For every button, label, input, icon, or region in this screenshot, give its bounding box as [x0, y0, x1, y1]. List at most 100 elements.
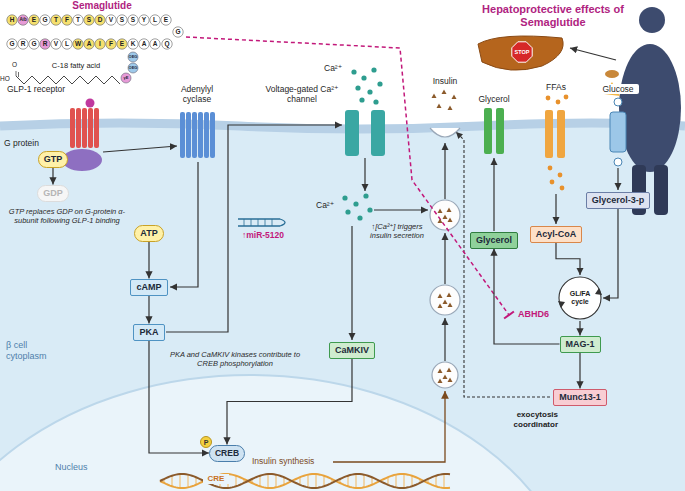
peptide-residue — [51, 39, 61, 49]
phosphate-circle: P — [200, 436, 212, 448]
insulin-vesicles — [432, 362, 458, 388]
connector-arrow — [148, 296, 149, 324]
membrane-transporters — [484, 108, 492, 154]
metabolite-box: Glycerol — [470, 232, 518, 249]
text-label: exocytosis coordinator — [472, 410, 558, 430]
peptide-residue — [161, 15, 171, 25]
peptide-residue — [62, 39, 72, 49]
peptide-residue — [73, 15, 83, 25]
residue-letter: F — [61, 15, 73, 25]
insulin-vesicles — [430, 128, 460, 388]
molecule-dot — [550, 180, 555, 185]
node-text: Glycerol — [476, 235, 512, 246]
text-label: Adenylyl cyclase — [166, 84, 228, 104]
node-text: PKA — [139, 327, 158, 338]
node-text: CaMKIV — [335, 345, 369, 356]
text-label: CRE — [203, 474, 229, 484]
connector-arrow — [227, 359, 352, 445]
peptide-residue — [162, 39, 172, 49]
node-text: P — [204, 439, 209, 446]
molecule-dot — [452, 95, 457, 100]
cell-region: β cell cytoplasmGTPGDPATPcAMPPKACaMKIVGl… — [0, 118, 685, 491]
peptide-residue — [95, 39, 105, 49]
semaglutide-inhibition-line — [504, 312, 514, 319]
residue-letter: A — [149, 39, 161, 49]
peptide-residue — [95, 15, 105, 25]
node-text: GDP — [43, 188, 63, 199]
residue-letter: S — [116, 15, 128, 25]
peptide-residue — [18, 39, 28, 49]
connector-arrow — [579, 353, 580, 389]
calcium-channel — [371, 110, 385, 156]
glp1-receptor — [62, 149, 102, 171]
glp1-receptor — [82, 108, 87, 148]
text-label: O — [12, 61, 20, 69]
text-label: GLP-1 receptor — [6, 84, 66, 94]
cycle-circle: GL/FA cycle — [557, 275, 603, 321]
peptide-residue — [106, 15, 116, 25]
adenylyl-cyclase — [198, 112, 203, 158]
dna-helix — [267, 474, 268, 488]
exocytosis-dashed-link — [456, 132, 550, 397]
node-text: GL/FA cycle — [563, 290, 597, 306]
membrane-transporters — [614, 158, 622, 166]
glp1-receptor — [70, 108, 75, 148]
adenylyl-cyclase — [170, 162, 198, 287]
residue-letter: R — [39, 39, 51, 49]
dna-helix — [187, 475, 188, 488]
molecule-oval: GDP — [37, 185, 69, 202]
residue-letter: R — [17, 39, 29, 49]
molecule-dot — [438, 294, 443, 299]
semaglutide-inhibition-line — [186, 37, 509, 315]
adenylyl-cyclase — [170, 112, 215, 287]
molecule-dot — [363, 193, 368, 198]
molecule-dot — [443, 215, 448, 220]
text-label: Voltage-gated Ca²⁺ channel — [254, 84, 350, 104]
molecule-dot — [355, 85, 360, 90]
peptide-residue — [16, 71, 19, 77]
metabolite-box: MAG-1 — [560, 336, 601, 353]
molecule-dot — [448, 106, 453, 111]
residue-letter: S — [127, 15, 139, 25]
molecule-dot — [448, 378, 453, 383]
text-label: GTP replaces GDP on G-protein α-subunit … — [6, 207, 128, 225]
calcium-channel — [166, 110, 428, 340]
exocytosis-dashed-link — [456, 132, 550, 397]
peptide-residue — [73, 39, 83, 49]
node-text: ATP — [140, 228, 157, 239]
residue-letter: G — [39, 15, 51, 25]
peptide-residue — [139, 15, 149, 25]
node-text: Munc13-1 — [559, 392, 601, 403]
calcium-channel — [351, 226, 352, 340]
residue-letter: T — [50, 15, 62, 25]
residue-letter: A — [83, 39, 95, 49]
connector-arrow — [603, 209, 618, 299]
mirna-hairpin — [238, 219, 285, 226]
peptide-residue — [18, 15, 28, 25]
calcium-channel — [364, 158, 365, 191]
text-label: Ca²⁺ — [316, 200, 340, 210]
molecule-dot — [432, 94, 437, 99]
insulin-vesicles — [430, 200, 460, 230]
person-figure — [639, 7, 665, 33]
node-text: Nucleus — [55, 462, 105, 473]
calcium-channel — [166, 125, 342, 332]
peptide-residue — [121, 73, 131, 83]
text-label: Glycerol — [470, 94, 518, 104]
residue-letter: E — [116, 39, 128, 49]
calcium-channel — [374, 209, 428, 210]
mirna-hairpin — [244, 219, 272, 226]
insulin-vesicles — [444, 318, 445, 361]
cycle-outline — [559, 277, 601, 319]
molecule-dot — [438, 369, 443, 374]
text-label: OEG — [127, 52, 139, 62]
molecule-dot — [546, 96, 551, 101]
person-figure — [605, 70, 619, 78]
molecule-dot — [377, 81, 382, 86]
transcription-factor-oval: CREB — [209, 445, 245, 462]
molecule-dot — [342, 195, 347, 200]
molecule-dot — [442, 90, 447, 95]
molecule-dot — [564, 95, 569, 100]
node-text: Acyl-CoA — [536, 229, 577, 240]
